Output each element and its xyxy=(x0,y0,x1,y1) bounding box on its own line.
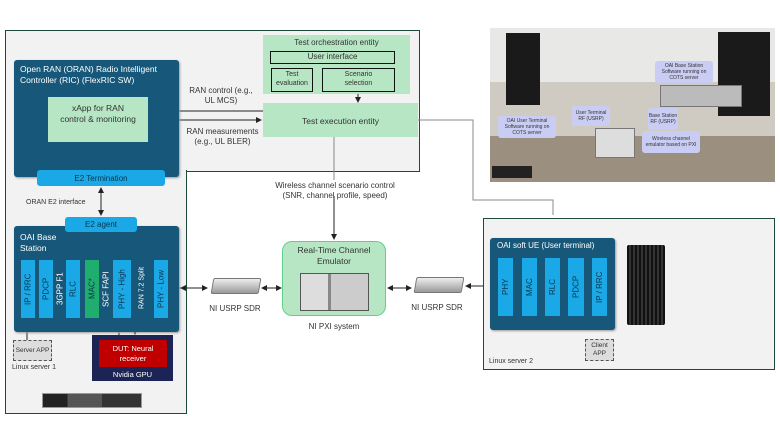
server-rack-image xyxy=(42,393,142,408)
layer-phy-low: PHY - Low xyxy=(154,260,168,318)
callout-emulator: Wireless channel emulator based on PXI xyxy=(642,131,700,153)
callout-bs-rf: Base Station RF (USRP) xyxy=(648,108,678,130)
scenario-control-label-1: Wireless channel scenario control xyxy=(275,181,395,190)
xapp-box: xApp for RAN control & monitoring xyxy=(48,97,148,142)
ue-layer-mac: MAC xyxy=(522,258,537,316)
base-station-title: OAI Base Station xyxy=(20,232,57,254)
ric-title: Open RAN (ORAN) Radio Intelligent Contro… xyxy=(20,64,158,86)
user-interface-box: User interface xyxy=(270,51,395,64)
usrp-left-device xyxy=(210,278,262,294)
scenario-control-label-2: (SNR, channel profile, speed) xyxy=(282,191,388,200)
lab-setup-photo: OAI Base Station Software running on COT… xyxy=(490,28,775,182)
split-scf-fapi: SCF FAPI xyxy=(101,271,111,307)
e2-termination: E2 Termination xyxy=(37,170,165,186)
server-app: Server APP xyxy=(13,340,52,361)
bs-server-photo xyxy=(660,85,742,107)
ue-layer-pdcp: PDCP xyxy=(568,258,584,316)
dut-neural-receiver: DUT: Neural receiver xyxy=(99,340,167,367)
test-evaluation-box: Test evaluation xyxy=(271,68,313,92)
callout-ue-rf: User Terminal RF (USRP) xyxy=(572,106,610,126)
ran-control-label: RAN control (e.g., UL MCS) xyxy=(189,86,253,105)
layer-mac: MAC* xyxy=(85,260,99,318)
test-orchestration-box xyxy=(263,35,410,94)
callout-ue-software: OAI User Terminal Software running on CO… xyxy=(498,116,556,138)
ue-layer-ip-rrc: IP / RRC xyxy=(592,258,607,316)
ue-title: OAI soft UE (User terminal) xyxy=(497,241,595,250)
ue-layer-phy: PHY xyxy=(498,258,513,316)
usrp-right-label: NI USRP SDR xyxy=(411,303,463,312)
ue-tower-pc-image xyxy=(627,245,665,325)
usrp-right-device xyxy=(413,277,465,293)
layer-phy-high: PHY - High xyxy=(113,260,131,318)
ni-pxi-label: NI PXI system xyxy=(308,322,360,331)
test-execution-entity: Test execution entity xyxy=(263,103,418,137)
ue-pc-photo xyxy=(506,33,540,105)
pxi-chassis-image xyxy=(300,273,369,311)
scenario-selection-box: Scenario selection xyxy=(322,68,395,92)
client-app: Client APP xyxy=(585,339,614,361)
callout-bs-software: OAI Base Station Software running on COT… xyxy=(655,61,713,83)
layer-pdcp: PDCP xyxy=(39,260,53,318)
keyboard-photo xyxy=(492,166,532,178)
usrp-left-label: NI USRP SDR xyxy=(209,304,261,313)
e2-interface-label: ORAN E2 interface xyxy=(26,199,86,206)
channel-emulator-title: Real-Time Channel Emulator xyxy=(297,245,371,266)
layer-rlc: RLC xyxy=(66,260,80,318)
ran-measurements-label: RAN measurements (e.g., UL BLER) xyxy=(186,127,259,146)
e2-agent: E2 agent xyxy=(65,217,137,232)
pxi-photo xyxy=(595,128,635,158)
linux-server-2-label: Linux server 2 xyxy=(489,358,533,365)
nvidia-gpu-label: Nvidia GPU xyxy=(112,370,153,379)
test-orchestration-title: Test orchestration entity xyxy=(294,38,379,47)
split-ran-7-2: RAN 7.2 Split xyxy=(138,266,146,310)
split-3gpp-f1: 3GPP F1 xyxy=(55,272,65,306)
layer-ip-rrc: IP / RRC xyxy=(21,260,35,318)
ue-layer-rlc: RLC xyxy=(545,258,560,316)
linux-server-1-label: Linux server 1 xyxy=(12,364,56,371)
